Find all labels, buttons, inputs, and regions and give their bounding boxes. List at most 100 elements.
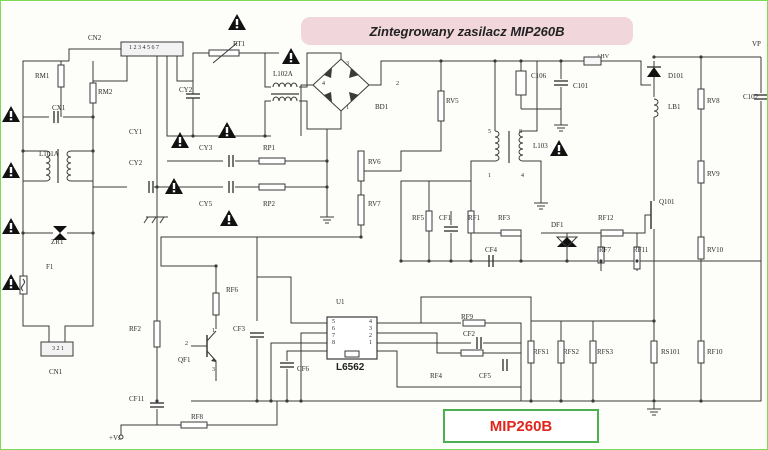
rfs1-label: RFS1 (533, 348, 549, 356)
rfs3-resistor (589, 340, 597, 364)
warning-triangle-icon (282, 48, 300, 64)
zr1-label: ZR1 (51, 238, 64, 246)
u1-right-pins: 4 3 2 1 (369, 319, 372, 346)
rv8-label: RV8 (707, 97, 720, 105)
qf1-label: QF1 (178, 356, 191, 364)
wire (166, 56, 271, 137)
cy1-label: CY1 (129, 128, 143, 136)
warning-triangle-icon (2, 218, 20, 234)
c102-label: C102 (743, 93, 759, 101)
junction-dot (21, 149, 25, 153)
qf1-arrow (211, 358, 216, 362)
cn2-pins-label: 1 2 3 4 5 6 7 (129, 45, 159, 51)
wire (299, 52, 342, 88)
junction-dot (255, 399, 259, 403)
rp2-resistor (258, 183, 286, 191)
rt1-thermistor (208, 49, 240, 57)
model-name-box: MIP260B (443, 409, 599, 443)
junction-dot (439, 59, 443, 63)
u1-ic-body (326, 316, 378, 360)
hv-net-flag (583, 56, 602, 66)
wire (377, 296, 532, 331)
rt1-thermistor-arrow (212, 42, 238, 64)
junction-dot (652, 55, 656, 59)
junction-dot (91, 231, 95, 235)
junction-dot (635, 259, 639, 263)
cy3-label: CY3 (199, 144, 213, 152)
junction-dot (263, 134, 267, 138)
wire (531, 320, 562, 341)
rf10-resistor (697, 340, 705, 364)
cf5-label: CF5 (479, 372, 492, 380)
rv6-label: RV6 (368, 158, 381, 166)
rf2-resistor (153, 320, 161, 348)
u1-ic-notch (344, 350, 360, 358)
junction-dot (493, 59, 497, 63)
title-banner: Zintegrowany zasilacz MIP260B (301, 17, 633, 45)
junction-dot (91, 149, 95, 153)
l101a-coil-left (45, 150, 51, 182)
wire (270, 342, 327, 401)
warning-triangle-icon (165, 178, 183, 194)
chassis-ground (151, 216, 157, 224)
junction-dot (652, 399, 656, 403)
bd1-pin-3: 3 (346, 61, 349, 67)
warning-triangle-icon (550, 140, 568, 156)
wire (299, 100, 342, 130)
rp2-label: RP2 (263, 200, 276, 208)
rv9-label: RV9 (707, 170, 720, 178)
d101-label: D101 (668, 72, 684, 80)
warning-triangle-icon (171, 132, 189, 148)
f1-fuse-element (21, 278, 25, 292)
junction-dot (155, 399, 159, 403)
rm1-label: RM1 (35, 72, 50, 80)
vs-terminal (118, 434, 124, 440)
wire (71, 180, 127, 188)
hv-net-label: +HV (597, 54, 610, 60)
rf12-label: RF12 (598, 214, 614, 222)
lb1-coil (653, 98, 659, 118)
junction-dot (399, 259, 403, 263)
q101-label: Q101 (659, 198, 675, 206)
junction-dot (325, 159, 329, 163)
wire (206, 330, 217, 342)
rv10-label: RV10 (707, 246, 724, 254)
rf10-label: RF10 (707, 348, 723, 356)
rv7-resistor (357, 194, 365, 226)
wire (601, 60, 651, 86)
cx1-label: CX1 (52, 104, 66, 112)
warning-triangle-icon (220, 210, 238, 226)
bd1-pin-1: 1 (346, 105, 349, 111)
wire (191, 101, 762, 402)
c106-label: C106 (531, 72, 547, 80)
rf6-label: RF6 (226, 286, 239, 294)
wire (207, 401, 278, 426)
d101-diode (647, 67, 661, 77)
bd1-diode (324, 92, 332, 102)
wire (561, 320, 594, 341)
junction-dot (449, 259, 453, 263)
junction-dot (699, 399, 703, 403)
l103-pin-1: 1 (488, 173, 491, 179)
chassis-ground (143, 216, 149, 224)
warning-triangle-icon (228, 14, 246, 30)
junction-dot (91, 115, 95, 119)
bd1-bridge (312, 58, 370, 112)
junction-dot (559, 399, 563, 403)
junction-dot (699, 55, 703, 59)
wire (206, 350, 217, 381)
wire (22, 60, 69, 342)
rf5-label: RF5 (412, 214, 425, 222)
bd1-diode (324, 68, 332, 78)
rf7-label: RF7 (599, 246, 612, 254)
l103-pin-5: 5 (488, 129, 491, 135)
l101a-label: L101A (39, 150, 59, 158)
c106-capacitor (515, 70, 527, 96)
wire (286, 350, 327, 361)
warning-triangle-icon (2, 162, 20, 178)
l103-pin-8: 8 (519, 129, 522, 135)
junction-dot (299, 399, 303, 403)
wire (93, 56, 128, 82)
chassis-ground (159, 216, 165, 224)
